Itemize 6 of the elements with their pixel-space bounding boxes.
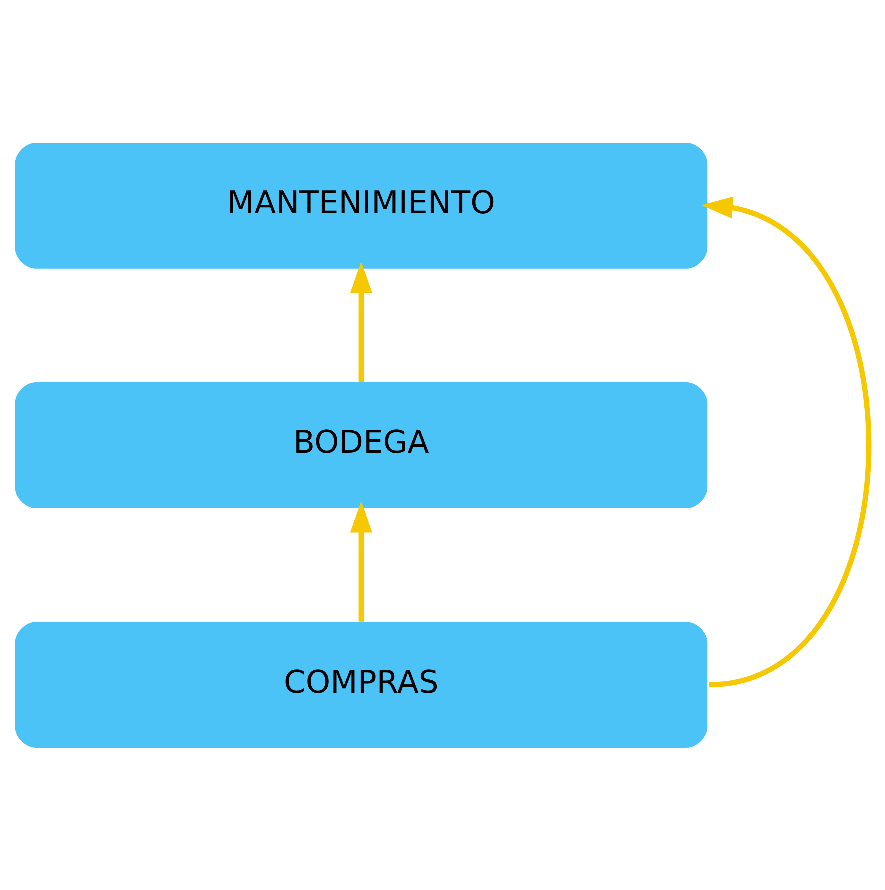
node-box: COMPRAS [15, 622, 708, 748]
node-box: MANTENIMIENTO [15, 142, 708, 268]
arrow [350, 500, 372, 622]
node-box: BODEGA [15, 382, 708, 508]
arrow [350, 261, 372, 382]
arrow [701, 196, 872, 688]
